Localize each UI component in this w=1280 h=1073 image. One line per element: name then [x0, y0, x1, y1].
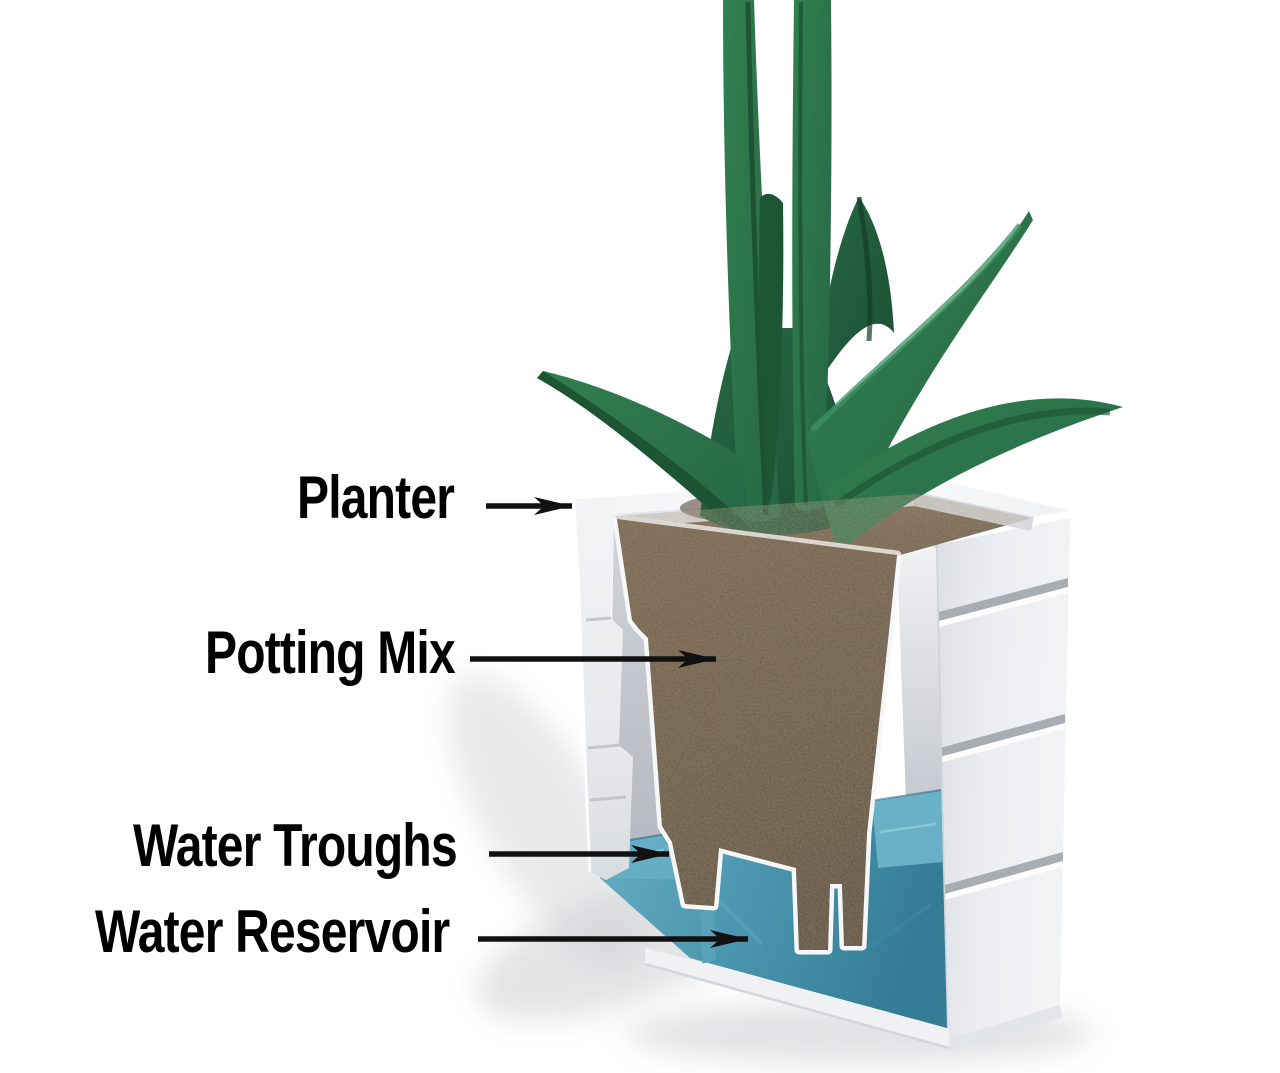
plant-leaf-underside: [537, 371, 747, 542]
label-potting-mix: Potting Mix: [205, 619, 456, 686]
plant-leaf: [759, 193, 784, 508]
plant-leaf: [813, 197, 894, 392]
plant-leaf-fold-edge: [856, 196, 873, 342]
planter-right-wall: [934, 518, 1070, 1052]
cast-shadow-group: [447, 673, 1095, 1063]
shadow-left: [447, 673, 643, 967]
left-wall-step-line: [585, 616, 612, 622]
slat-groove-3: [941, 852, 1063, 895]
slat-groove-3-highlight: [941, 861, 1063, 901]
plant-leaf-ridge: [798, 1, 808, 506]
label-arrows: [470, 497, 748, 948]
label-water-troughs: Water Troughs: [133, 812, 458, 879]
slat-groove-1-highlight: [939, 587, 1068, 627]
left-wall-face: [574, 498, 633, 880]
right-wall-bottom-bevel: [947, 1005, 1062, 1052]
plant-leaf-shade: [833, 407, 1111, 508]
slat-groove-1: [939, 578, 1068, 621]
inner-pot-wall-right: [897, 548, 941, 802]
plant-leaf-highlight: [809, 223, 1023, 433]
water-streak: [850, 903, 932, 962]
base-band-shadow-edge: [644, 962, 950, 1050]
water-corner-post: [700, 908, 716, 964]
planter-left-wall: [572, 497, 633, 880]
planter-base: [644, 948, 950, 1050]
slat-groove-2-highlight: [940, 723, 1065, 763]
left-wall-step-line: [589, 795, 627, 802]
right-wall-face: [936, 518, 1070, 1040]
slat-groove-2: [940, 714, 1065, 757]
plant: [537, 0, 1123, 552]
base-band: [645, 948, 949, 1048]
plant-leaf-ridge: [745, 1, 769, 516]
label-planter: Planter: [297, 464, 455, 531]
water-ripple: [879, 822, 937, 834]
left-wall-step-line: [587, 743, 621, 750]
label-water-reservoir: Water Reservoir: [95, 898, 450, 965]
left-wall-outer-highlight: [572, 497, 592, 873]
